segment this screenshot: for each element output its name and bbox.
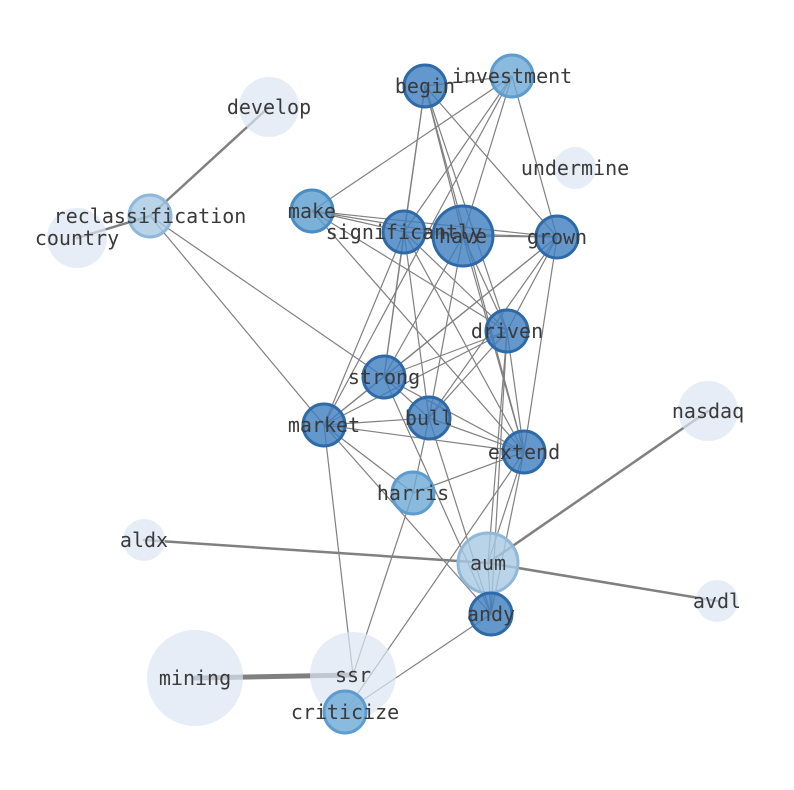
node-market [301,402,347,448]
node-label-grown: grown [527,225,587,249]
node-driven [484,308,530,354]
node-label-harris: harris [377,481,449,505]
node-country [47,208,107,268]
edge-significantly-extend [403,231,525,453]
edge-begin-extend [424,85,525,453]
edge-investment-market [323,75,513,426]
edge-make-extend [311,210,525,453]
node-undermine [554,147,596,189]
node-label-extend: extend [488,440,560,464]
node-nasdaq [678,381,738,441]
node-label-make: make [288,199,336,223]
node-andy [468,591,514,637]
node-significantly [381,209,427,255]
node-investment [489,53,535,99]
node-label-strong: strong [348,365,420,389]
edge-significantly-market [323,231,405,426]
node-label-mining: mining [159,666,231,690]
edge-begin-significantly [403,85,426,233]
edge-nasdaq-aum [486,409,710,565]
node-layer [47,53,738,735]
node-label-ssr: ssr [335,663,371,687]
node-reclassification [127,193,173,239]
edge-investment-significantly [403,75,513,233]
node-avdl [696,580,738,622]
edge-investment-make [311,75,513,212]
node-label-undermine: undermine [521,156,629,180]
node-harris [390,470,436,516]
node-extend [501,429,547,475]
edge-market-andy [323,424,492,615]
node-label-country: country [35,226,119,250]
node-strong [361,354,407,400]
node-label-bull: bull [405,406,453,430]
edge-aum-avdl [486,561,719,603]
node-begin [402,63,448,109]
edge-significantly-bull [403,231,430,419]
edge-reclassification-strong [149,215,385,378]
edge-driven-aum [487,330,508,564]
node-label-investment: investment [452,64,572,88]
node-label-aldx: aldx [120,528,168,552]
edge-begin-grown [424,85,558,238]
node-bull [406,395,452,441]
edge-significantly-driven [403,231,508,332]
node-label-begin: begin [395,74,455,98]
edge-grown-extend [523,236,558,453]
node-criticize [322,689,368,735]
node-aldx [123,519,165,561]
node-have [431,204,495,268]
node-label-develop: develop [227,95,311,119]
node-make [289,188,335,234]
node-label-market: market [288,413,360,437]
node-develop [239,77,299,137]
node-label-driven: driven [471,319,543,343]
node-label-andy: andy [467,602,515,626]
node-label-significantly: significantly [326,220,483,244]
node-label-aum: aum [470,551,506,575]
node-label-nasdaq: nasdaq [672,399,744,423]
node-label-criticize: criticize [291,700,399,724]
node-label-have: have [439,224,487,248]
node-grown [534,214,580,260]
node-label-reclassification: reclassification [54,204,247,228]
edge-investment-grown [511,75,558,238]
edge-significantly-strong [383,231,405,378]
node-mining [147,630,243,726]
edge-reclassification-market [149,215,325,426]
edge-strong-extend [383,376,525,453]
edge-aldx-aum [142,538,490,565]
edge-driven-market [323,330,508,426]
node-label-avdl: avdl [693,589,741,613]
